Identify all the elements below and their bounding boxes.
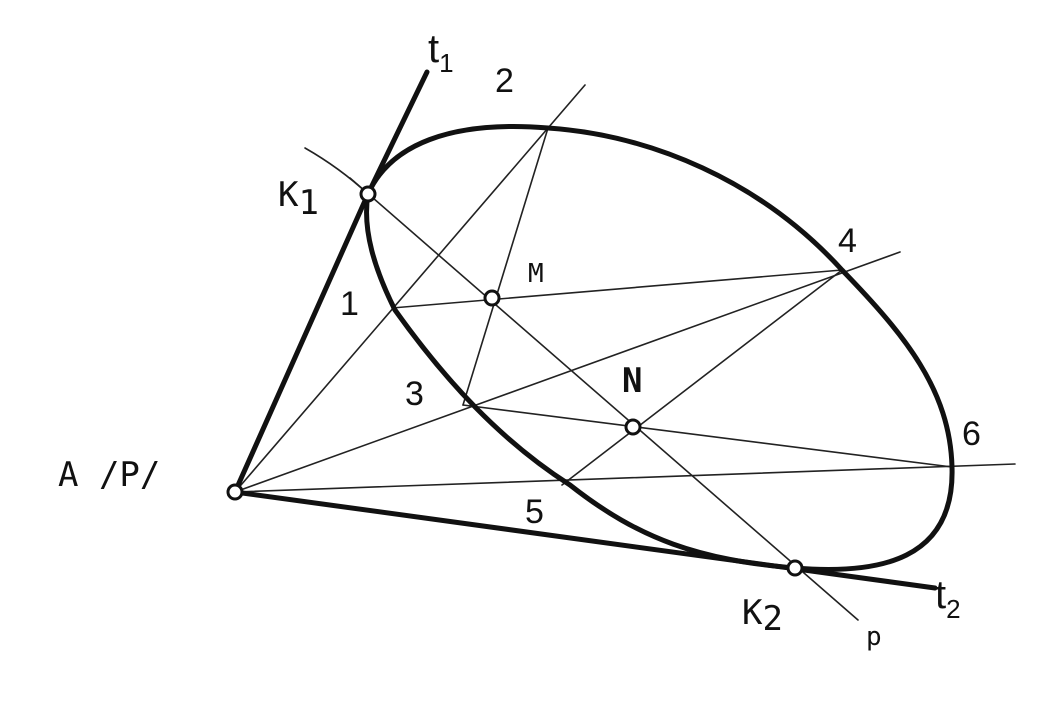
line-3-6 bbox=[462, 404, 953, 468]
construction-lines bbox=[234, 84, 1016, 621]
label-t2: t2 bbox=[935, 573, 961, 624]
point-A bbox=[226, 483, 244, 501]
line-A-4 bbox=[234, 251, 901, 493]
line-4-5 bbox=[561, 269, 843, 486]
point-K2 bbox=[786, 559, 804, 577]
line-1-4 bbox=[391, 269, 843, 309]
polar-line-p bbox=[349, 177, 859, 621]
line-2-3 bbox=[462, 127, 549, 406]
point-M bbox=[483, 289, 501, 307]
label-6: 6 bbox=[962, 415, 981, 453]
label-3: 3 bbox=[405, 375, 424, 413]
labels: t1 2 K1 4 M 1 N 3 6 A /P/ 5 t2 K2 p bbox=[58, 27, 981, 652]
conic-curve bbox=[364, 124, 955, 572]
line-A-6 bbox=[234, 463, 1016, 493]
label-4: 4 bbox=[838, 222, 857, 260]
label-K2: K2 bbox=[742, 593, 783, 639]
label-A-P: A /P/ bbox=[58, 455, 160, 495]
label-2: 2 bbox=[495, 62, 514, 100]
label-M: M bbox=[528, 259, 544, 289]
line-A-2 bbox=[234, 84, 586, 493]
line-A-K1 bbox=[232, 191, 371, 495]
tangent-t2 bbox=[232, 489, 938, 591]
label-N: N bbox=[622, 361, 642, 401]
label-1: 1 bbox=[340, 285, 359, 323]
label-5: 5 bbox=[525, 493, 544, 531]
point-N bbox=[624, 418, 642, 436]
conic-and-tangents bbox=[232, 69, 955, 591]
label-K1: K1 bbox=[278, 175, 319, 223]
label-t1: t1 bbox=[428, 27, 454, 78]
points bbox=[226, 185, 804, 577]
label-p: p bbox=[866, 622, 882, 652]
point-K1 bbox=[359, 185, 377, 203]
